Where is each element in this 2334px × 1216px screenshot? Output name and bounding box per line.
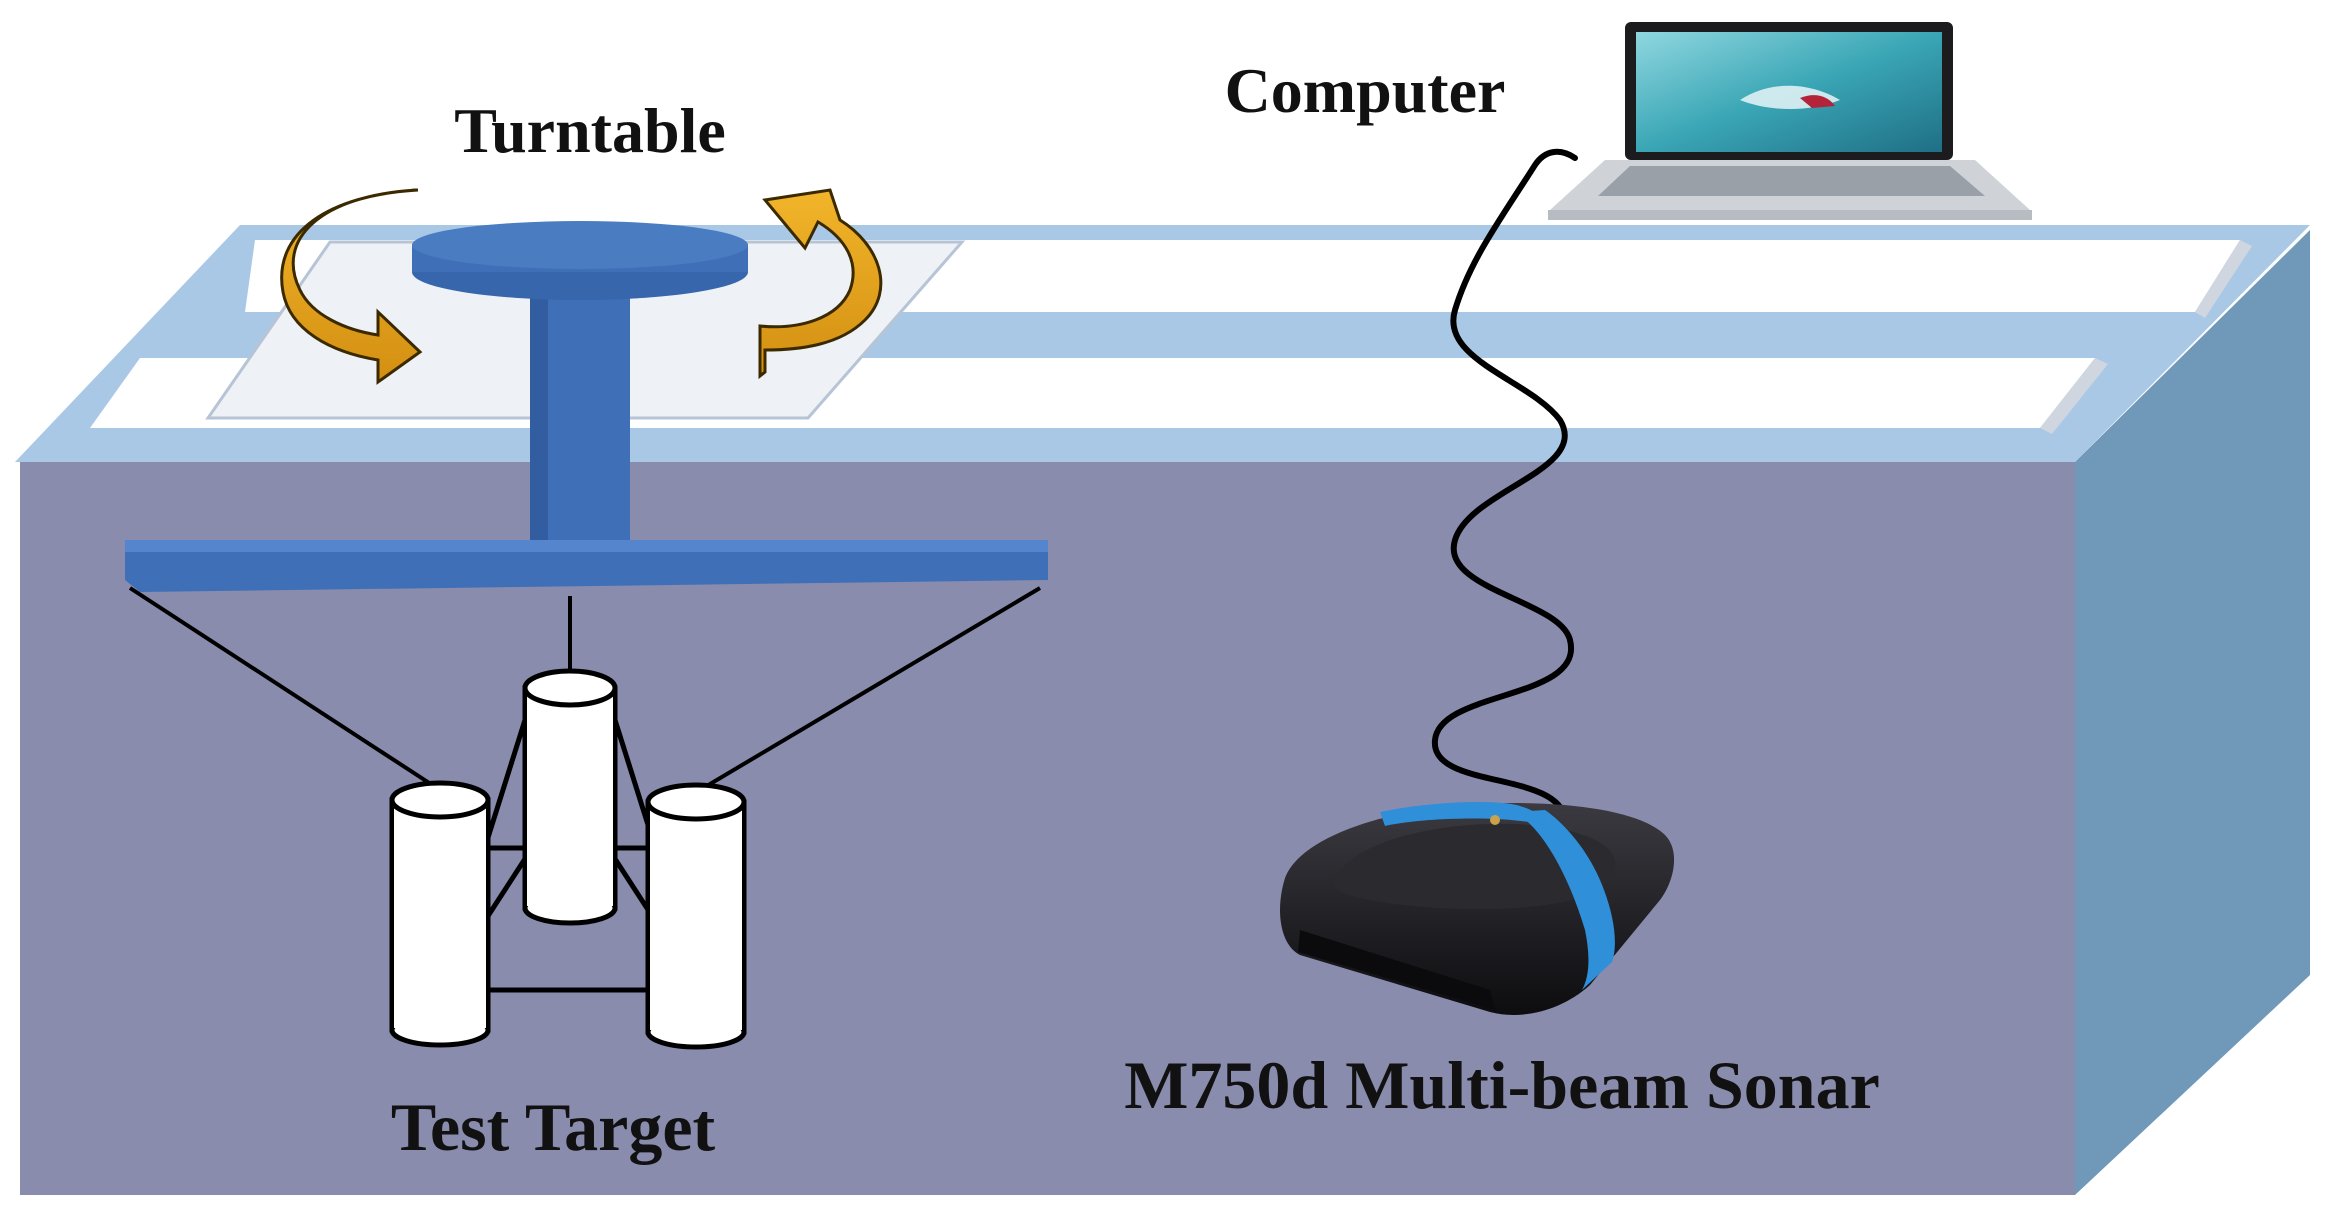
rail-back-edge bbox=[2195, 240, 2252, 318]
turntable-crossbar bbox=[125, 540, 1048, 592]
sonar-device-icon bbox=[1280, 802, 1675, 1015]
left-column bbox=[389, 780, 491, 1048]
suspension-lines bbox=[128, 586, 1042, 792]
right-column bbox=[645, 782, 747, 1050]
tank-front-face bbox=[20, 462, 2075, 1195]
sonar-label: M750d Multi-beam Sonar bbox=[1124, 1047, 1880, 1123]
turntable-disk-top bbox=[412, 221, 748, 269]
test-target bbox=[389, 668, 747, 1050]
rail-front-edge bbox=[2040, 358, 2108, 434]
tank-side-face bbox=[2075, 230, 2310, 1195]
test-target-label: Test Target bbox=[391, 1089, 716, 1165]
laptop-icon bbox=[1548, 22, 2032, 220]
turntable-assembly bbox=[125, 221, 1048, 592]
sonar-cable bbox=[1431, 148, 1578, 881]
rotation-arrow-icon bbox=[280, 188, 883, 385]
turntable-label: Turntable bbox=[454, 95, 726, 166]
center-column bbox=[522, 668, 618, 926]
computer-label: Computer bbox=[1225, 55, 1506, 126]
